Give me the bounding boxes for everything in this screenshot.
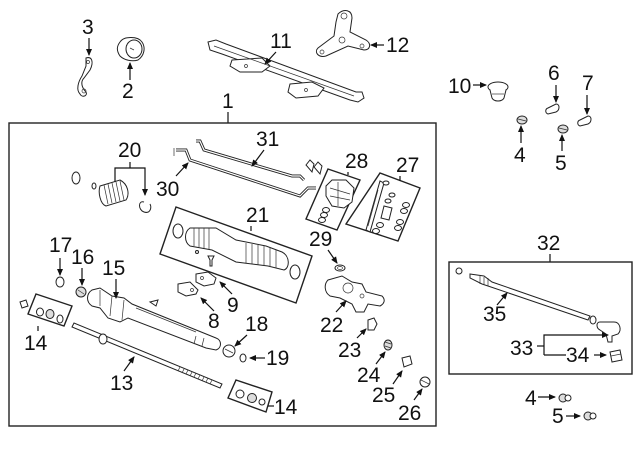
part-24-spring[interactable] [383,339,393,351]
part-34-nut[interactable] [609,349,623,363]
part-13-rack[interactable] [71,322,223,389]
part-31-return-line[interactable] [196,139,306,182]
part-6-bolt[interactable] [545,103,560,115]
leader-23 [356,328,367,339]
callout-35: 35 [483,303,506,326]
callout-7: 7 [582,72,594,95]
part-4-nut-top[interactable] [516,115,528,125]
part-5-nut-top[interactable] [557,124,569,134]
part-25-plug[interactable] [401,355,413,368]
part-23-guide[interactable] [367,317,378,331]
callout-25: 25 [372,384,395,407]
callout-3: 3 [82,16,94,39]
leader-30 [175,162,189,177]
part-7-bolt[interactable] [577,115,592,127]
part-22-valve-body[interactable] [324,275,385,313]
part-35-inner-tie-rod[interactable] [455,267,597,325]
leader-33 [543,332,609,355]
part-29-o-ring[interactable] [334,264,346,272]
callout-14-right: 14 [274,396,298,419]
callout-15: 15 [102,257,125,280]
leader-24 [375,351,386,365]
leader-25 [392,370,403,385]
leader-8 [200,297,215,312]
callout-19: 19 [266,347,289,370]
part-14-seal-kit-left[interactable] [19,293,73,327]
leader-11 [264,51,277,65]
callout-9: 9 [227,294,239,317]
part-10-grommet[interactable] [487,81,509,102]
part-30-pressure-line[interactable] [173,148,316,198]
callout-8: 8 [208,310,220,333]
part-5-nut-bottom[interactable] [583,411,597,421]
part-19-o-ring[interactable] [239,353,247,363]
part-18-bushing[interactable] [222,344,236,358]
leader-9 [219,281,233,295]
callout-29: 29 [309,228,332,251]
callout-1: 1 [222,90,234,113]
leader-18 [234,334,248,347]
callout-16: 16 [71,246,94,269]
callout-30: 30 [156,178,179,201]
callout-18: 18 [245,313,268,336]
leader-13 [123,356,135,372]
callout-11: 11 [270,30,292,53]
part-26-nut[interactable] [419,376,431,388]
callout-17: 17 [49,234,72,257]
part-17-washer[interactable] [55,276,65,288]
callout-23: 23 [338,339,361,362]
callout-31: 31 [256,128,279,151]
part-15-housing[interactable] [87,287,221,351]
leader-35 [496,292,508,306]
callout-33: 33 [510,337,533,360]
part-27-seal-kit[interactable] [344,172,421,242]
callout-5-bottom: 5 [552,405,564,428]
callout-28: 28 [345,150,368,173]
part-11-crossmember[interactable] [207,39,365,103]
callout-24: 24 [357,364,381,387]
part-9-clamp[interactable] [195,271,217,287]
part-3-bracket[interactable] [77,57,93,97]
part-28-valve-assembly[interactable] [305,168,361,231]
callout-26: 26 [398,402,421,425]
part-20-boot-kit[interactable] [71,171,152,213]
part-16-nut[interactable] [75,286,87,298]
callout-14-left: 14 [24,332,48,355]
callout-32: 32 [537,232,560,255]
callout-13: 13 [110,372,133,395]
callout-2: 2 [122,80,134,103]
callout-6: 6 [548,62,560,85]
part-4-nut-bottom[interactable] [558,393,572,403]
part-2-bushing[interactable] [116,37,145,62]
part-12-bracket[interactable] [315,10,371,57]
callout-4-bottom: 4 [525,387,537,410]
leader-31 [251,149,265,167]
callout-12: 12 [386,34,409,57]
callout-4-top: 4 [514,144,526,167]
callout-34: 34 [566,344,590,367]
leader-29 [327,249,338,264]
part-14-seal-kit-right[interactable] [227,379,273,413]
callout-10: 10 [448,75,471,98]
callout-27: 27 [396,154,419,177]
part-21-boot-kit[interactable] [159,206,313,304]
callout-21: 21 [246,204,269,227]
part-8-clamp[interactable] [177,281,199,297]
leader-22 [335,300,347,313]
callout-5-top: 5 [555,152,567,175]
line-fittings[interactable] [305,159,323,176]
leader-26 [413,388,423,401]
callout-20: 20 [118,139,141,162]
callout-22: 22 [320,314,343,337]
